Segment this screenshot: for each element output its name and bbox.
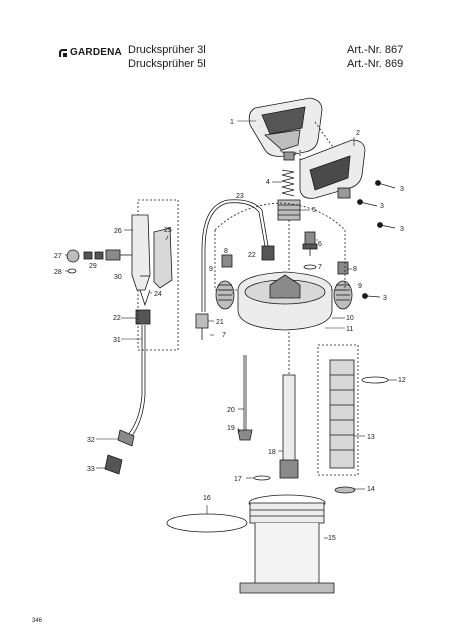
callout-11: 11 (346, 326, 353, 333)
callout-3d: 3 (383, 295, 387, 302)
part-pump-housing (214, 202, 346, 331)
callout-7a: 7 (318, 264, 322, 271)
callout-22a: 22 (248, 252, 256, 259)
part-fitting-22-b (135, 309, 151, 325)
callout-8a: 8 (224, 248, 228, 255)
part-cap-left (221, 254, 233, 268)
part-lance (104, 325, 146, 475)
callout-3a: 3 (400, 186, 404, 193)
callout-16: 16 (203, 495, 211, 502)
callout-21: 21 (216, 319, 224, 326)
article-number-869: Art.-Nr. 869 (347, 58, 404, 70)
callout-17: 17 (234, 476, 242, 483)
callout-27: 27 (54, 253, 62, 260)
callout-4: 4 (266, 179, 270, 186)
part-fitting-22-a (261, 245, 275, 261)
part-cap-right (337, 261, 349, 275)
callout-9a: 9 (209, 266, 213, 273)
page-header: GARDENA Drucksprüher 3l Drucksprüher 5l … (0, 44, 453, 80)
callout-8b: 8 (353, 266, 357, 273)
callout-labels: 1 2 3 3 3 3 4 5 6 7 7 8 8 9 9 10 11 12 1… (54, 119, 406, 542)
callout-13: 13 (367, 434, 375, 441)
callout-10: 10 (346, 315, 354, 322)
callout-2: 2 (356, 130, 360, 137)
part-fitting-21 (195, 313, 209, 329)
part-grip (299, 139, 366, 199)
part-spray-gun (131, 199, 179, 351)
gardena-logo: GARDENA (58, 47, 122, 58)
part-piston-rod (237, 355, 299, 481)
part-hose (201, 199, 269, 312)
callout-29: 29 (89, 263, 97, 270)
callout-26: 26 (114, 228, 122, 235)
callout-22b: 22 (113, 315, 121, 322)
callout-3b: 3 (380, 203, 384, 210)
callout-18: 18 (268, 449, 276, 456)
callout-12: 12 (398, 377, 406, 384)
part-nozzle-set (66, 249, 132, 274)
leader-lines (65, 120, 397, 539)
callout-20: 20 (227, 407, 235, 414)
callout-33: 33 (87, 466, 95, 473)
callout-6: 6 (318, 241, 322, 248)
callout-1: 1 (230, 119, 234, 126)
product-name-3l: Drucksprüher 3l (128, 44, 206, 56)
callout-25: 25 (164, 227, 172, 234)
callout-24: 24 (154, 291, 162, 298)
callout-14: 14 (367, 486, 375, 493)
callout-19: 19 (227, 425, 235, 432)
part-handle (248, 97, 323, 161)
brand-name: GARDENA (70, 47, 122, 58)
part-cylinder (317, 344, 389, 494)
callout-28: 28 (54, 269, 62, 276)
callout-7b: 7 (222, 332, 226, 339)
page-number: 346 (32, 618, 43, 624)
callout-31: 31 (113, 337, 121, 344)
callout-15: 15 (328, 535, 336, 542)
gardena-logo-icon (59, 48, 67, 57)
callout-9b: 9 (358, 283, 362, 290)
product-name-5l: Drucksprüher 5l (128, 58, 206, 70)
callout-30: 30 (114, 274, 122, 281)
callout-5: 5 (312, 207, 316, 214)
part-spring (281, 169, 295, 197)
part-tank (239, 494, 335, 594)
part-relief-valve (302, 231, 318, 270)
article-number-867: Art.-Nr. 867 (347, 44, 404, 56)
callout-32: 32 (87, 437, 95, 444)
part-screws (357, 180, 396, 299)
callout-23: 23 (236, 193, 244, 200)
callout-3c: 3 (400, 226, 404, 233)
part-tank-seal (166, 513, 248, 533)
